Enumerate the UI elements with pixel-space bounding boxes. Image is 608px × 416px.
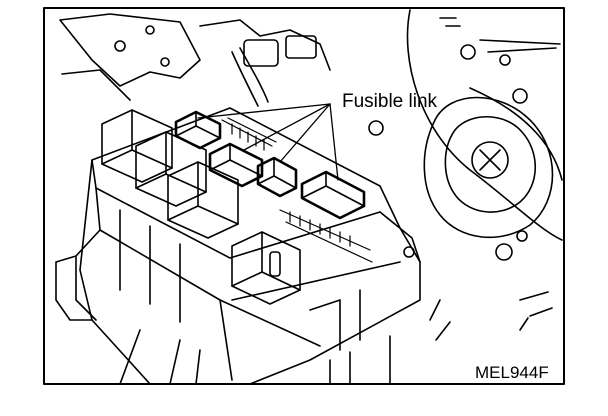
fusible-link-4 bbox=[300, 170, 366, 220]
fuse-block-housing bbox=[75, 107, 421, 385]
relay-left bbox=[101, 109, 173, 183]
figure-code: MEL944F bbox=[475, 363, 549, 382]
relay-lower bbox=[231, 231, 301, 305]
round-component bbox=[368, 9, 563, 317]
relay-right bbox=[167, 161, 239, 239]
upper-bracket bbox=[59, 13, 331, 107]
callout-leaders bbox=[197, 103, 339, 181]
callout-label: Fusible link bbox=[342, 91, 438, 112]
mounting-bracket bbox=[55, 255, 529, 385]
fusible-link-2 bbox=[208, 142, 264, 188]
figure-border bbox=[43, 7, 565, 385]
fusible-link-1 bbox=[174, 110, 222, 150]
fuse-slots bbox=[221, 117, 373, 263]
fusible-link-3 bbox=[256, 156, 298, 198]
relay-middle bbox=[135, 131, 207, 207]
